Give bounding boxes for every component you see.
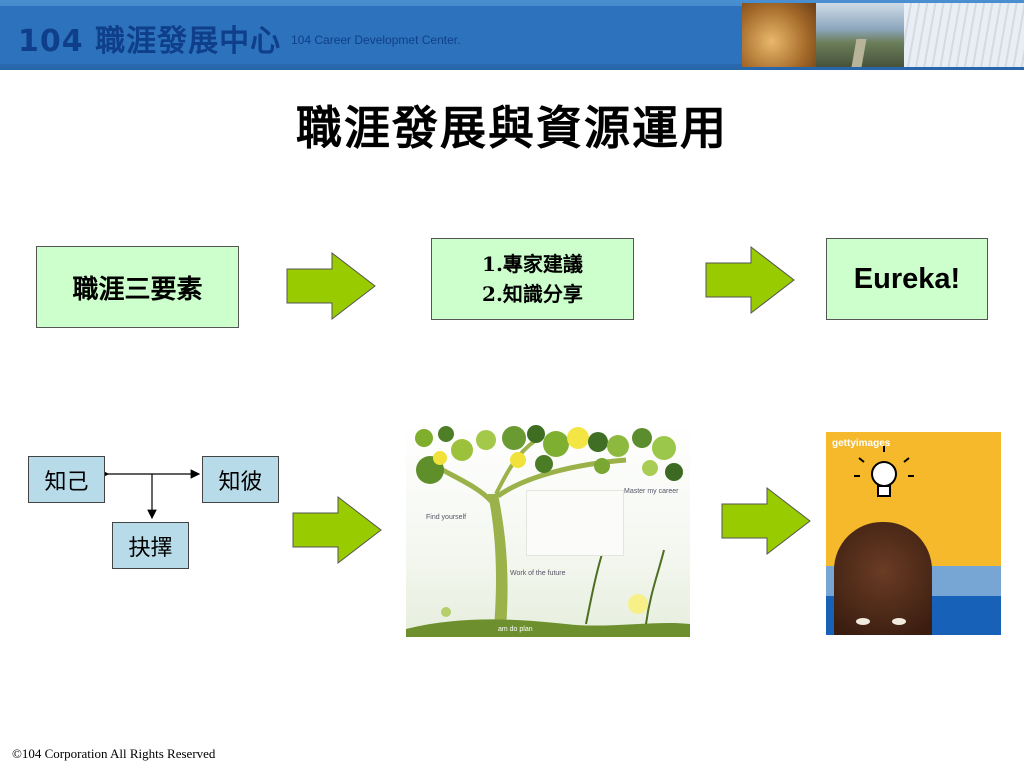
idea-lightbulb-image: gettyimages	[826, 432, 1001, 635]
image-watermark: gettyimages	[832, 438, 891, 449]
tree-caption-find: Find yourself	[426, 514, 467, 521]
tree-caption-master: Master my career	[624, 488, 679, 495]
person-eye-left	[856, 618, 870, 625]
expert-advice-box: 1.專家建議 2.知識分享	[431, 238, 634, 320]
know-self-box: 知己	[28, 456, 105, 503]
eureka-label: Eureka!	[853, 262, 961, 295]
career-elements-box: 職涯三要素	[36, 246, 239, 328]
tree-caption-work: Work of the future	[510, 570, 566, 577]
document-photo	[904, 3, 1024, 67]
person-eye-right	[892, 618, 906, 625]
know-self-label: 知己	[44, 469, 89, 495]
career-elements-label: 職涯三要素	[72, 274, 203, 305]
choose-box: 抉擇	[112, 522, 189, 569]
expert-advice-line1: 1.專家建議	[482, 252, 583, 276]
lightbulb-icon	[854, 446, 914, 497]
person-head	[834, 522, 932, 635]
arrow-right-icon	[705, 246, 795, 314]
header-photo-strip	[742, 3, 1024, 67]
header-banner: 104 職涯發展中心 104 Career Developmet Center.	[0, 0, 1024, 70]
choose-label: 抉擇	[128, 535, 173, 561]
know-other-box: 知彼	[202, 456, 279, 503]
arrow-right-icon	[721, 487, 811, 555]
brand-logo: 104 職涯發展中心	[18, 24, 282, 59]
footer-copyright: ©104 Corporation All Rights Reserved	[12, 746, 216, 761]
eureka-box: Eureka!	[826, 238, 988, 320]
career-tree-image: Find yourself Master my career Work of t…	[406, 424, 690, 637]
slide-title: 職涯發展與資源運用	[296, 101, 728, 155]
tree-info-panel	[526, 490, 624, 556]
brand-subtitle: 104 Career Developmet Center.	[291, 33, 461, 47]
tree-illustration	[406, 425, 690, 637]
arrow-right-icon	[286, 252, 376, 320]
road-photo	[816, 3, 904, 67]
know-other-label: 知彼	[218, 469, 263, 495]
compass-photo	[742, 3, 816, 67]
expert-advice-line2: 2.知識分享	[482, 282, 583, 306]
tree-caption-bottom: am do plan	[498, 626, 533, 633]
arrow-right-icon	[292, 496, 382, 564]
